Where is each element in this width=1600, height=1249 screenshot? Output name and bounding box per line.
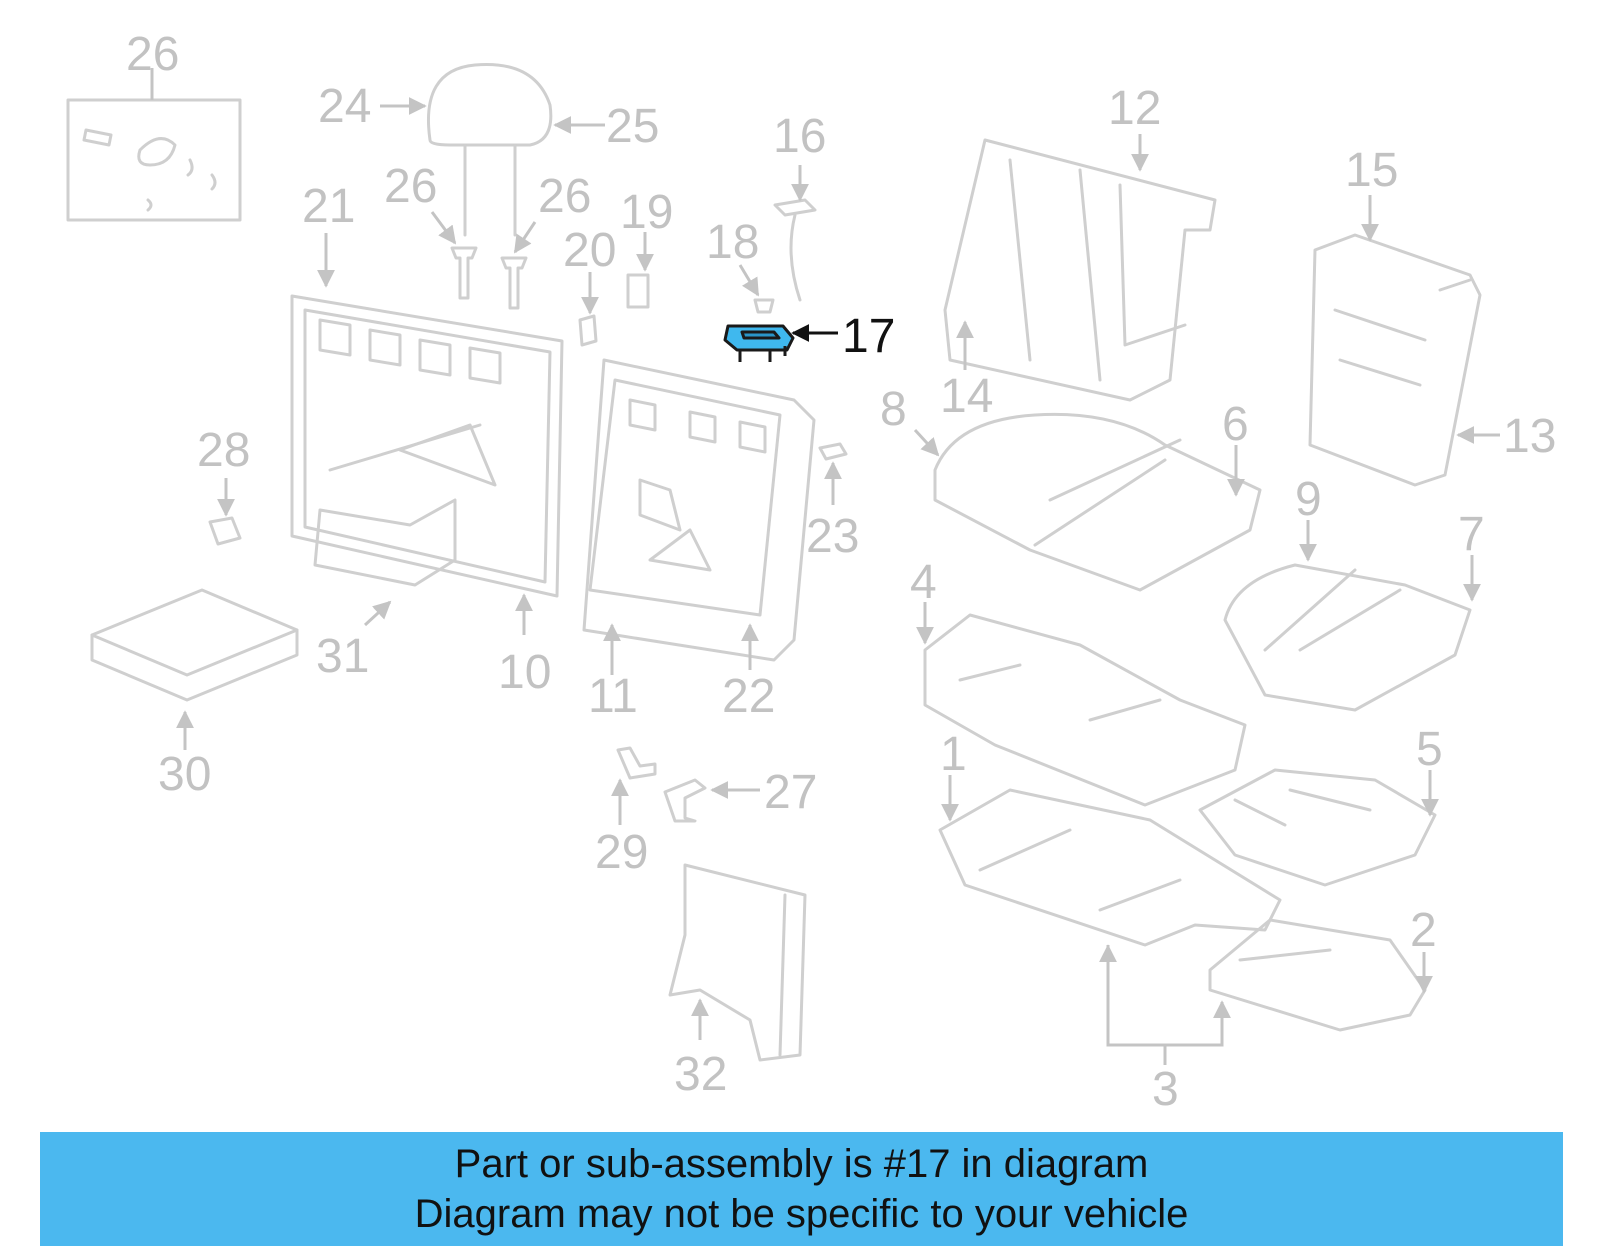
callout-4: 4 — [910, 556, 937, 609]
part-29-27 — [616, 746, 707, 823]
part-12-14-seatback — [943, 138, 1217, 402]
callout-22: 22 — [722, 670, 775, 723]
callout-17: 17 — [842, 310, 895, 363]
part-9-7-cushion — [1223, 563, 1472, 712]
callout-15: 15 — [1345, 144, 1398, 197]
part-30-hardware-kit — [66, 98, 242, 222]
callout-5: 5 — [1416, 723, 1443, 776]
callout-11: 11 — [588, 670, 638, 723]
callout-6: 6 — [1222, 398, 1249, 451]
part-2-frame — [1208, 918, 1427, 1032]
callout-9: 9 — [1295, 473, 1322, 526]
callout-8: 8 — [880, 383, 907, 436]
part-seatback-center — [582, 358, 816, 662]
banner-line-1: Part or sub-assembly is #17 in diagram — [454, 1142, 1149, 1186]
part-1-frame — [938, 788, 1282, 947]
part-26-guides — [450, 246, 528, 310]
callout-31: 30 — [158, 748, 211, 801]
callout-18: 18 — [706, 216, 759, 269]
part-28-clip — [208, 516, 242, 546]
callout-3: 3 — [1152, 1063, 1179, 1116]
info-banner: Part or sub-assembly is #17 in diagram D… — [40, 1132, 1563, 1246]
callout-24: 24 — [318, 80, 371, 133]
callout-27: 27 — [764, 766, 817, 819]
part-23-clip — [818, 442, 848, 461]
callout-13: 13 — [1503, 410, 1556, 463]
part-20-19-clips — [578, 273, 650, 347]
part-headrest — [427, 63, 553, 237]
callout-1: 1 — [940, 728, 967, 781]
banner-line-2: Diagram may not be specific to your vehi… — [414, 1192, 1189, 1236]
callout-29: 29 — [595, 826, 648, 879]
part-seatback-left — [290, 294, 564, 598]
callout-33: 32 — [674, 1048, 727, 1101]
callout-2: 2 — [1410, 904, 1437, 957]
part-4-frame — [923, 613, 1247, 807]
callout-20: 20 — [563, 224, 616, 277]
callout-12: 12 — [1108, 82, 1161, 135]
callout-30: 26 — [126, 28, 179, 81]
part-16-18 — [753, 198, 817, 314]
callout-26b: 26 — [538, 170, 591, 223]
callout-28: 28 — [197, 424, 250, 477]
parts-diagram: 26 24 25 26 26 21 10 31 20 19 — [66, 28, 1556, 1116]
callout-32: 31 — [316, 630, 369, 683]
callout-10: 10 — [498, 646, 551, 699]
part-33-panel — [668, 863, 807, 1062]
part-5-frame — [1198, 768, 1437, 887]
callout-19: 19 — [620, 186, 673, 239]
part-15-13-seatback — [1308, 233, 1482, 487]
part-31-pad — [90, 588, 299, 702]
callout-21: 21 — [302, 180, 355, 233]
callout-26a: 26 — [384, 160, 437, 213]
part-3-leaders — [1099, 944, 1231, 1065]
part-8-6-cushion — [933, 412, 1262, 592]
callout-14: 14 — [940, 370, 993, 423]
callout-25: 25 — [606, 100, 659, 153]
callout-7: 7 — [1458, 508, 1485, 561]
part-17-highlighted — [723, 324, 795, 362]
callout-23: 23 — [806, 510, 859, 563]
callout-16: 16 — [773, 110, 826, 163]
